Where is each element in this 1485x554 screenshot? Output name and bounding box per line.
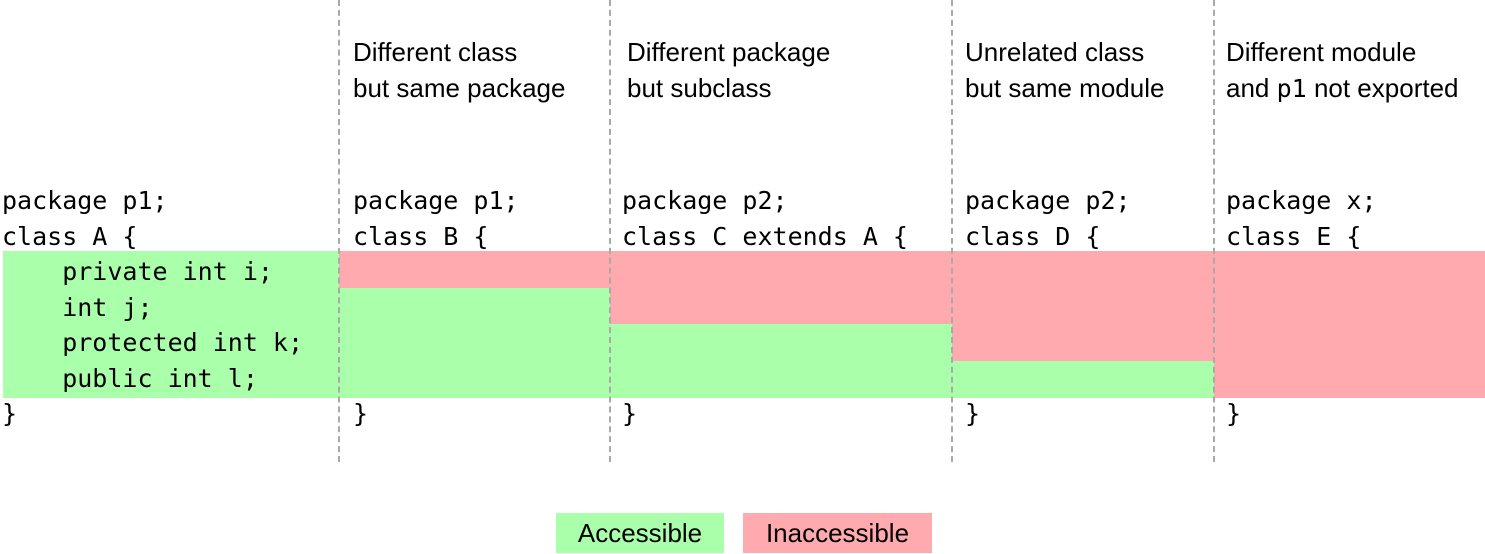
cell-A-protected <box>3 324 339 361</box>
column-divider <box>338 0 340 462</box>
code-A-line-private: private int i; <box>2 257 273 286</box>
legend-inaccessible: Inaccessible <box>743 513 932 553</box>
cell-E-protected <box>1214 324 1485 361</box>
header-E-package-name: p1 <box>1276 74 1307 103</box>
cell-D-default <box>952 288 1214 324</box>
header-E-line2-suffix: not exported <box>1306 73 1459 103</box>
cell-A-private <box>3 251 339 288</box>
code-A: package p1; class A { private int i; int… <box>2 183 303 432</box>
header-E-line1: Different module <box>1226 37 1417 67</box>
cell-A-default <box>3 288 339 324</box>
code-A-line-protected: protected int k; <box>2 328 304 357</box>
code-D-top: package p2; class D { <box>965 183 1131 254</box>
header-B-line2: but same package <box>353 73 566 103</box>
header-C-line1: Different package <box>627 37 831 67</box>
code-D-line-class: class D { <box>965 221 1101 251</box>
column-divider <box>951 0 953 462</box>
legend-accessible: Accessible <box>556 513 724 553</box>
header-B: Different class but same package <box>353 34 565 106</box>
code-C-line-package: package p2; <box>622 186 788 215</box>
code-C-close: } <box>622 399 638 428</box>
header-C: Different package but subclass <box>627 34 830 106</box>
cell-B-default <box>339 288 610 324</box>
code-C-top: package p2; class C extends A { <box>622 183 908 254</box>
cell-E-default <box>1214 288 1485 324</box>
code-A-line-close: } <box>2 399 18 428</box>
code-E-line-package: package x; <box>1226 186 1377 215</box>
code-B-line-class: class B { <box>353 221 489 251</box>
cell-E-private <box>1214 251 1485 288</box>
cell-D-private <box>952 251 1214 288</box>
code-E-top: package x; class E { <box>1226 183 1377 254</box>
code-E-close: } <box>1226 399 1242 428</box>
header-D-line1: Unrelated class <box>965 37 1145 67</box>
code-A-line-default: int j; <box>2 292 153 322</box>
cell-C-public <box>610 361 952 398</box>
column-divider <box>609 0 611 462</box>
code-B-line-package: package p1; <box>353 186 519 215</box>
cell-C-protected <box>610 324 952 361</box>
code-C-line-class: class C extends A { <box>622 221 908 251</box>
cell-E-public <box>1214 361 1485 398</box>
cell-C-private <box>610 251 952 288</box>
header-B-line1: Different class <box>353 37 518 67</box>
code-B-close: } <box>353 399 369 428</box>
cell-C-default <box>610 288 952 324</box>
cell-B-private <box>339 251 610 288</box>
code-A-line-package: package p1; <box>2 186 168 215</box>
cell-D-public <box>952 361 1214 398</box>
cell-B-public <box>339 361 610 398</box>
header-C-line2: but subclass <box>627 73 772 103</box>
header-D-line2: but same module <box>965 73 1165 103</box>
header-E-line2-prefix: and <box>1226 73 1277 103</box>
cell-B-protected <box>339 324 610 361</box>
cell-D-protected <box>952 324 1214 361</box>
header-E: Different module and p1 not exported <box>1226 34 1459 107</box>
column-divider <box>1213 0 1215 462</box>
code-B-top: package p1; class B { <box>353 183 519 254</box>
code-A-line-class: class A { <box>2 221 138 251</box>
header-D: Unrelated class but same module <box>965 34 1164 106</box>
code-E-line-class: class E { <box>1226 221 1362 251</box>
cell-A-public <box>3 361 339 398</box>
code-D-close: } <box>965 399 981 428</box>
code-D-line-package: package p2; <box>965 186 1131 215</box>
code-A-line-public: public int l; <box>2 363 258 393</box>
